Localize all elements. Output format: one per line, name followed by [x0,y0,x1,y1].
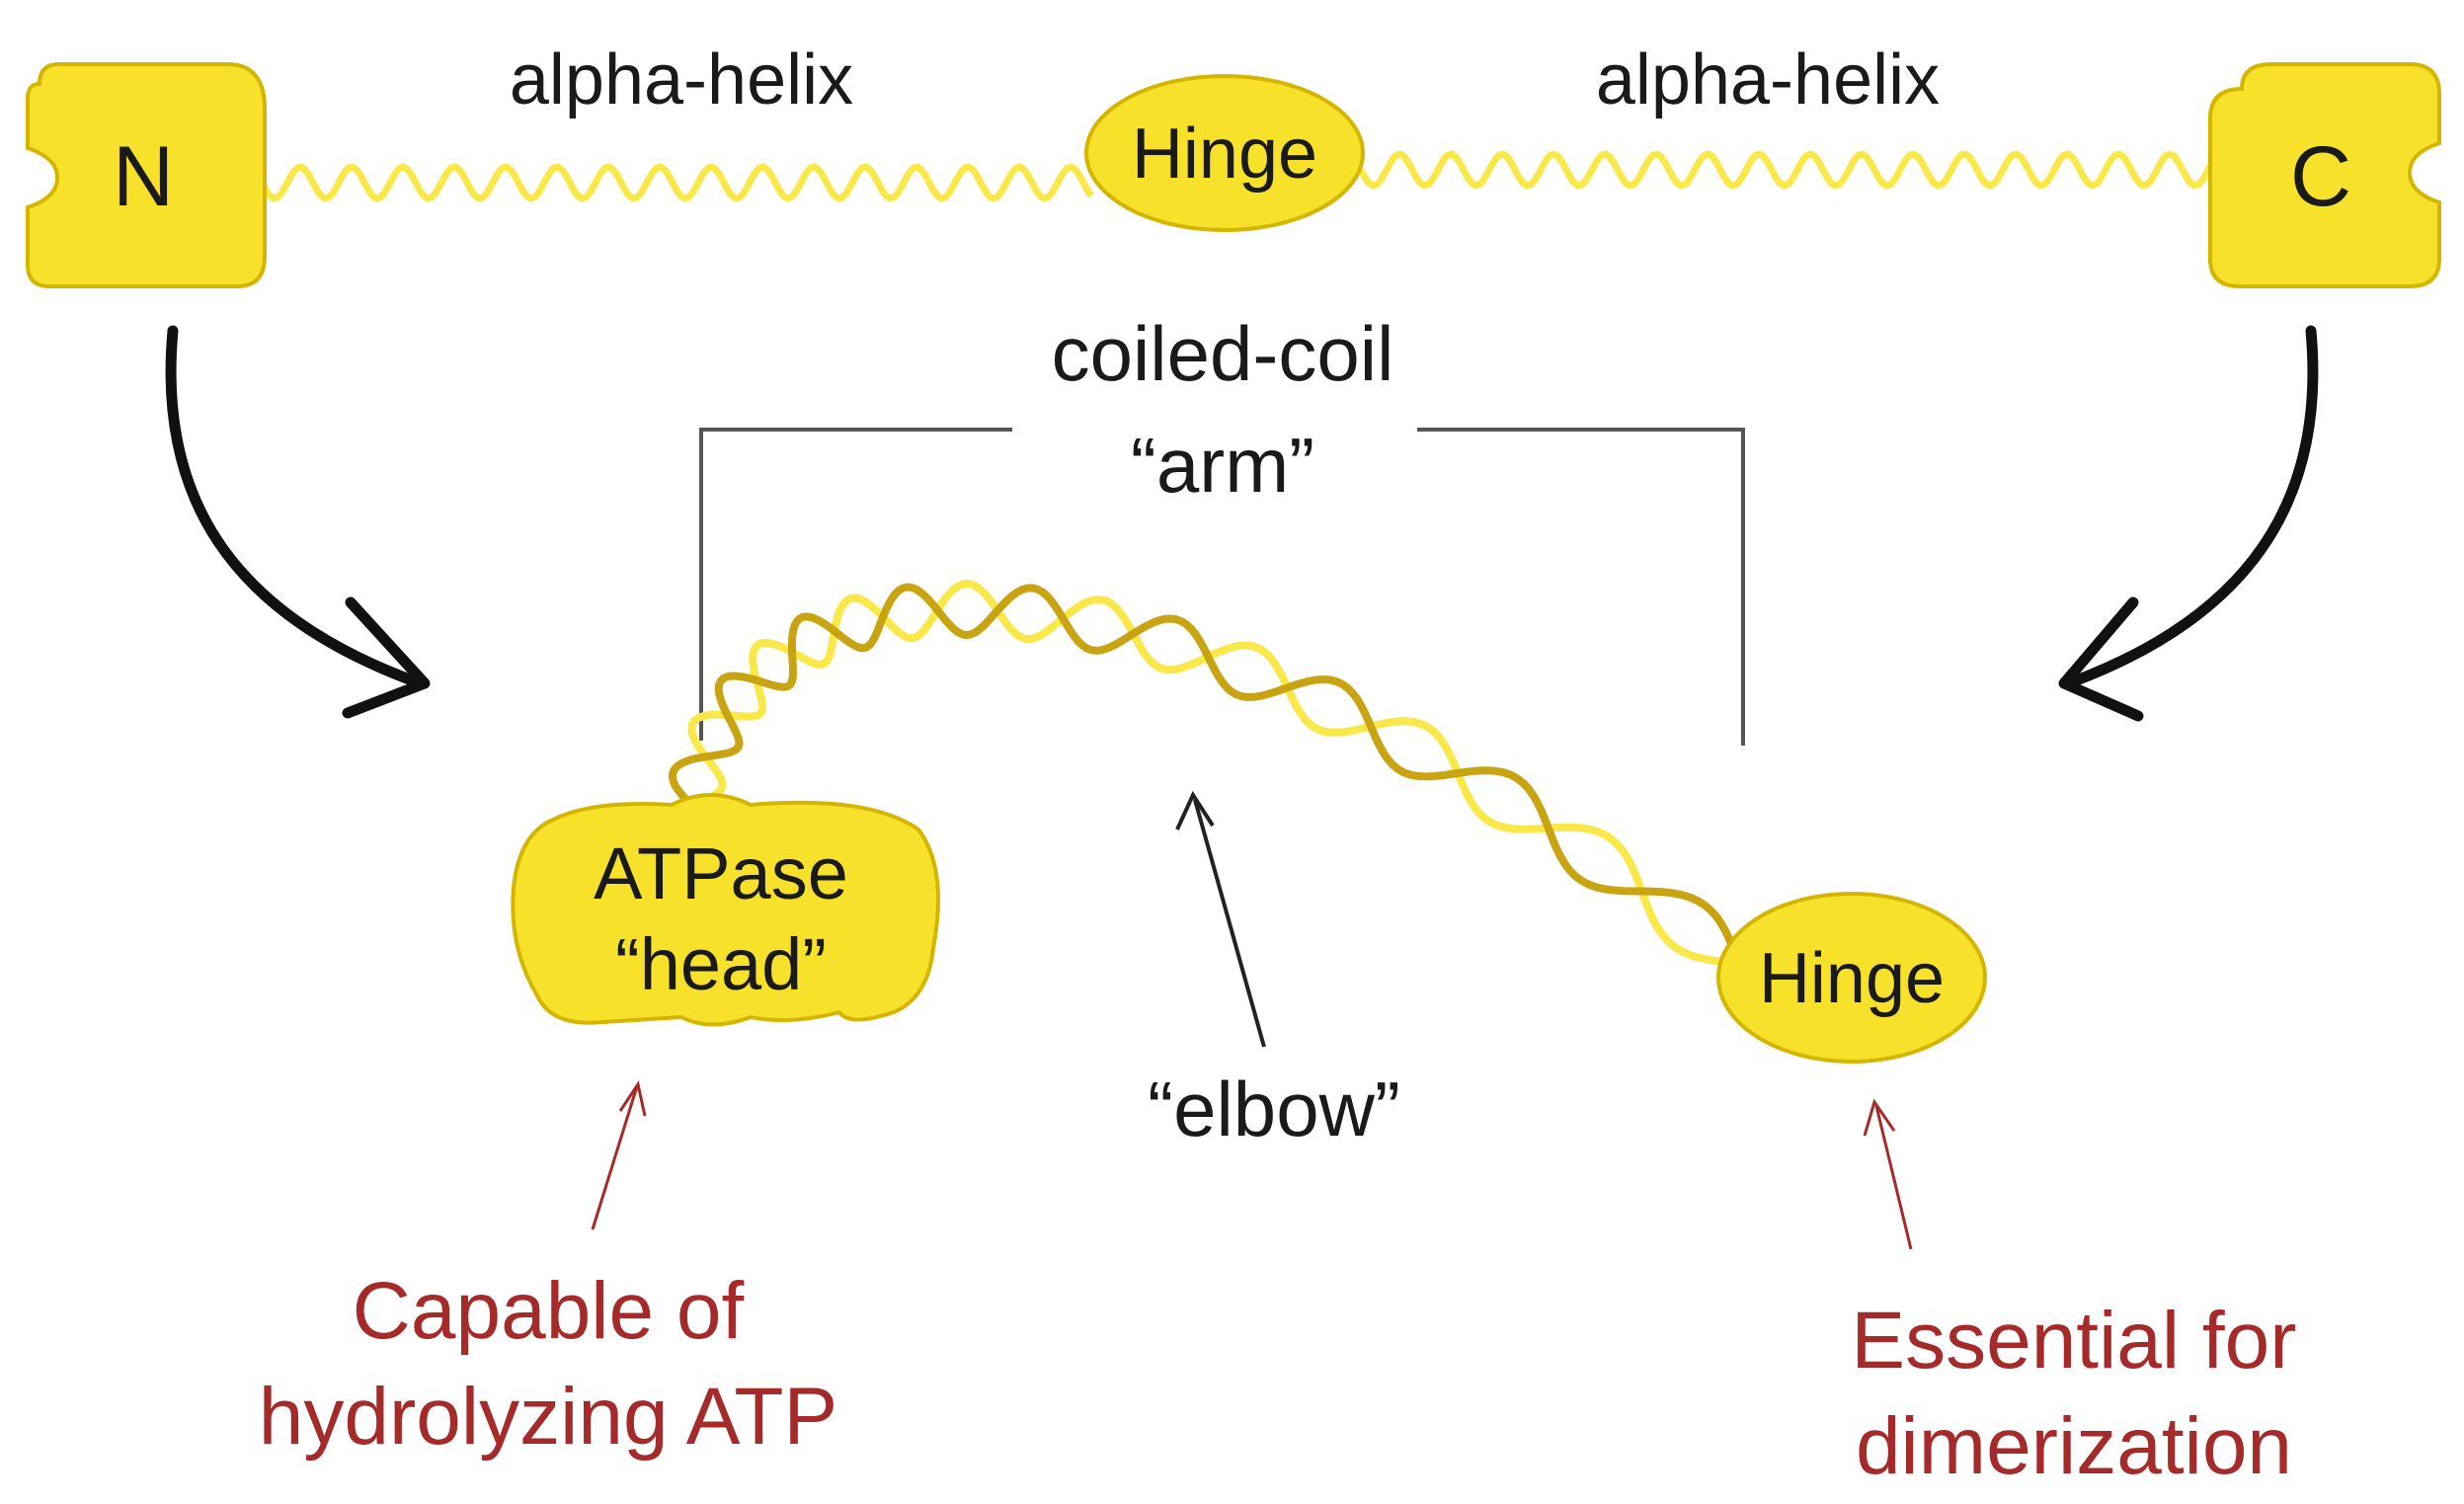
bottom-hinge-label: Hinge [1759,939,1945,1018]
coiled-coil-strand-b [668,583,1742,965]
arm-label-line2: “arm” [1131,422,1314,509]
top-hinge-label: Hinge [1132,115,1317,194]
atpase-head-label-line1: ATPase [594,832,848,914]
hinge-note-line2: dimerization [1856,1401,2292,1491]
top-hinge [1084,74,1365,232]
atpase-head [511,793,940,1027]
bottom-hinge [1716,892,1987,1064]
n-terminus-domain [26,62,267,288]
arm-bracket [699,428,1745,746]
helix-right-label: alpha-helix [1596,40,1940,119]
fold-arrow-left [165,325,431,719]
coiled-coil-strand-a [687,580,1739,967]
arm-label-line1: coiled-coil [1052,310,1394,397]
alpha-helix-right [1357,150,2218,190]
fold-arrow-right [2058,325,2319,722]
head-note-line1: Capable of [353,1266,745,1356]
n-terminus-label: N [113,129,174,224]
elbow-label: “elbow” [1148,1066,1400,1152]
elbow-pointer [1175,790,1266,1048]
hinge-note-line1: Essential for [1851,1296,2296,1385]
hinge-note-pointer [1863,1098,1913,1250]
helix-left-label: alpha-helix [510,40,853,119]
head-note-pointer [591,1080,647,1230]
c-terminus-domain [2208,62,2441,288]
alpha-helix-left [258,163,1094,202]
atpase-head-label-line2: “head” [615,923,827,1005]
c-terminus-label: C [2290,129,2351,224]
head-note-line2: hydrolyzing ATP [259,1372,837,1462]
